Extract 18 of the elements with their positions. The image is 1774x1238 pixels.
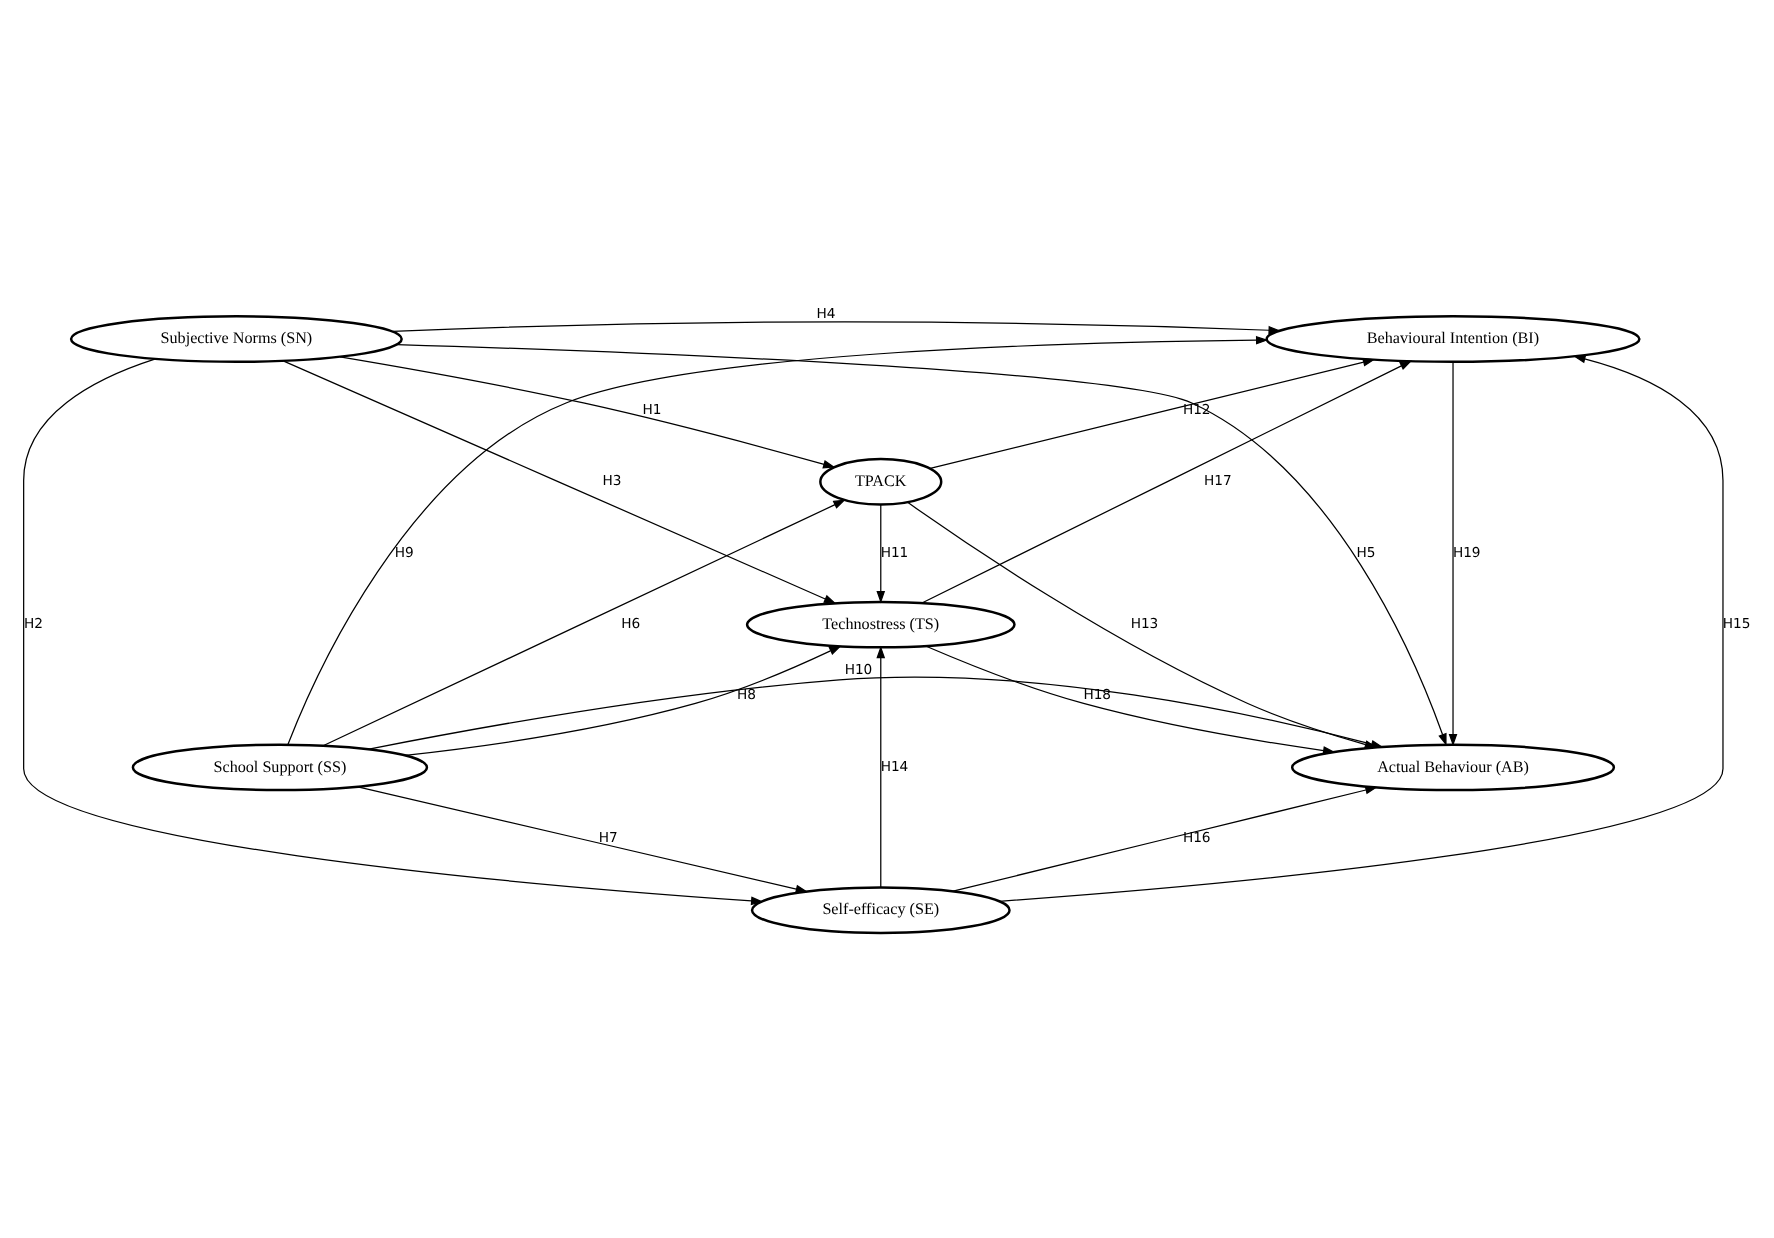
arrow [952, 784, 1378, 891]
arrow [876, 503, 886, 603]
arrow [907, 500, 1378, 748]
arrow [998, 353, 1724, 901]
arrow [921, 359, 1413, 603]
arrow [925, 644, 1336, 754]
arrow [283, 359, 837, 603]
arrow [23, 357, 764, 905]
arrow [1448, 360, 1458, 746]
arrow [929, 357, 1376, 469]
arrow [357, 785, 809, 893]
arrow [876, 644, 886, 887]
arrow [392, 320, 1281, 334]
arrow [323, 498, 846, 746]
arrow [404, 644, 842, 755]
arrow [287, 334, 1269, 744]
arrow [396, 342, 1447, 745]
arrow [339, 355, 836, 468]
